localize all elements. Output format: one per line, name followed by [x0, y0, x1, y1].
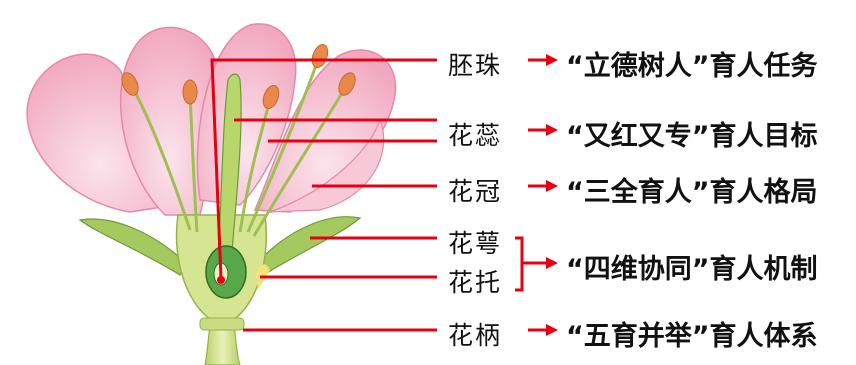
label-pistil: 花蕊	[448, 121, 503, 150]
arrows	[522, 54, 558, 336]
flower-stalk	[204, 321, 241, 365]
meaning-ovule: “立德树人”育人任务	[566, 51, 818, 82]
stalk-joint	[199, 317, 245, 331]
leader-lines	[210, 58, 524, 332]
anthers	[121, 43, 356, 110]
label-receptacle: 花托	[448, 268, 503, 297]
label-sepal: 花萼	[448, 229, 503, 258]
sepal-right	[257, 216, 362, 277]
meaning-pistil: “又红又专”育人目标	[566, 121, 818, 152]
label-stalk: 花柄	[448, 321, 503, 350]
ovule-line	[210, 58, 437, 279]
sepal-left	[78, 218, 186, 276]
meaning-corolla: “三全育人”育人格局	[566, 177, 818, 208]
meaning-calyx-receptacle: “四维协同”育人机制	[566, 254, 818, 285]
sepals	[78, 216, 362, 277]
label-corolla: 花冠	[448, 177, 503, 206]
label-ovule: 胚珠	[448, 51, 503, 80]
meaning-stalk: “五育并举”育人体系	[566, 321, 818, 352]
bracket	[515, 236, 524, 292]
